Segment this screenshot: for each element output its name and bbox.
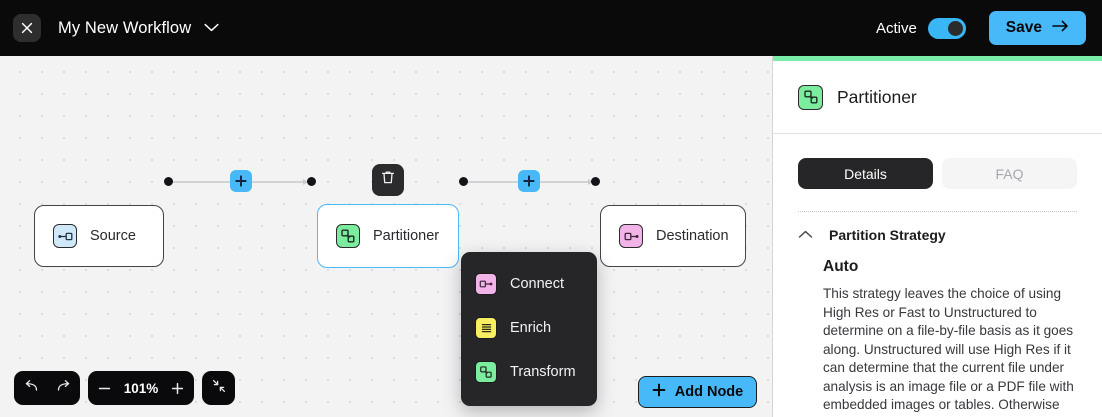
close-workflow-button[interactable] [13,14,41,42]
zoom-in-button[interactable] [162,371,194,405]
workflow-title-dropdown[interactable] [204,19,219,37]
chevron-up-icon [798,226,813,244]
menu-item-transform[interactable]: Transform [461,350,597,394]
panel-tabs: Details FAQ [773,134,1102,189]
node-source-label: Source [90,228,136,244]
destination-icon [619,224,643,248]
strategy-name: Auto [823,258,859,275]
destination-icon [475,273,497,295]
fit-view-button[interactable] [202,371,235,405]
partition-strategy-section-header[interactable]: Partition Strategy [773,212,1102,244]
panel-header: Partitioner [773,61,1102,134]
panel-divider [798,211,1077,212]
save-button[interactable]: Save [988,11,1086,45]
tab-details[interactable]: Details [798,158,933,189]
port-partitioner-out[interactable] [459,176,468,186]
transform-icon [798,84,823,110]
menu-item-connect-label: Connect [510,276,565,292]
strategy-description: This strategy leaves the choice of using… [823,286,1074,412]
plus-icon [652,383,666,401]
history-toolbar [14,371,80,405]
source-icon [53,224,77,248]
transform-icon [475,361,497,383]
add-node-on-edge-2[interactable] [518,170,540,192]
port-partitioner-in[interactable] [307,176,316,186]
port-source-out[interactable] [164,176,173,186]
toggle-knob [947,20,963,36]
edge-arrow-2 [588,178,593,185]
redo-button[interactable] [47,371,80,405]
zoom-level[interactable]: 101% [123,380,159,396]
workflow-title[interactable]: My New Workflow [58,18,192,37]
add-node-label: Add Node [674,384,744,400]
node-partitioner[interactable]: Partitioner [317,204,459,268]
menu-item-enrich[interactable]: Enrich [461,306,597,350]
redo-icon [56,379,72,398]
chevron-down-icon [204,19,219,37]
list-icon [475,317,497,339]
tab-faq[interactable]: FAQ [942,158,1077,189]
undo-button[interactable] [14,371,47,405]
edge-arrow-1 [303,178,308,185]
partition-strategy-body: Auto This strategy leaves the choice of … [773,244,1102,415]
save-button-label: Save [1005,19,1042,36]
node-details-panel: Partitioner Details FAQ Partition Strate… [772,56,1102,417]
delete-node-button[interactable] [372,164,404,196]
app-header: My New Workflow Active Save [0,0,1102,56]
transform-icon [336,224,360,248]
menu-item-transform-label: Transform [510,364,576,380]
menu-item-connect[interactable]: Connect [461,262,597,306]
menu-item-enrich-label: Enrich [510,320,552,336]
zoom-out-button[interactable] [88,371,120,405]
partition-strategy-title: Partition Strategy [829,227,946,243]
undo-icon [23,379,39,398]
fit-view-icon [212,379,226,398]
active-toggle[interactable] [927,17,966,39]
port-destination-in[interactable] [591,176,600,186]
trash-icon [381,170,395,190]
node-source[interactable]: Source [34,205,164,267]
add-node-menu: Connect Enrich Transform [461,252,597,406]
workflow-canvas[interactable]: Source Partitioner Destina [0,56,772,417]
active-label: Active [875,19,917,37]
fit-view-toolbar [202,371,235,405]
panel-title: Partitioner [837,86,917,107]
add-node-on-edge-1[interactable] [230,170,252,192]
panel-accent-bar [773,56,1102,61]
arrow-right-icon [1052,19,1069,37]
node-partitioner-label: Partitioner [373,228,440,244]
header-actions: Active Save [876,11,1102,45]
zoom-toolbar: 101% [88,371,194,405]
add-node-button[interactable]: Add Node [638,376,757,408]
node-destination-label: Destination [656,228,729,244]
close-icon [20,21,34,35]
node-destination[interactable]: Destination [600,205,746,267]
